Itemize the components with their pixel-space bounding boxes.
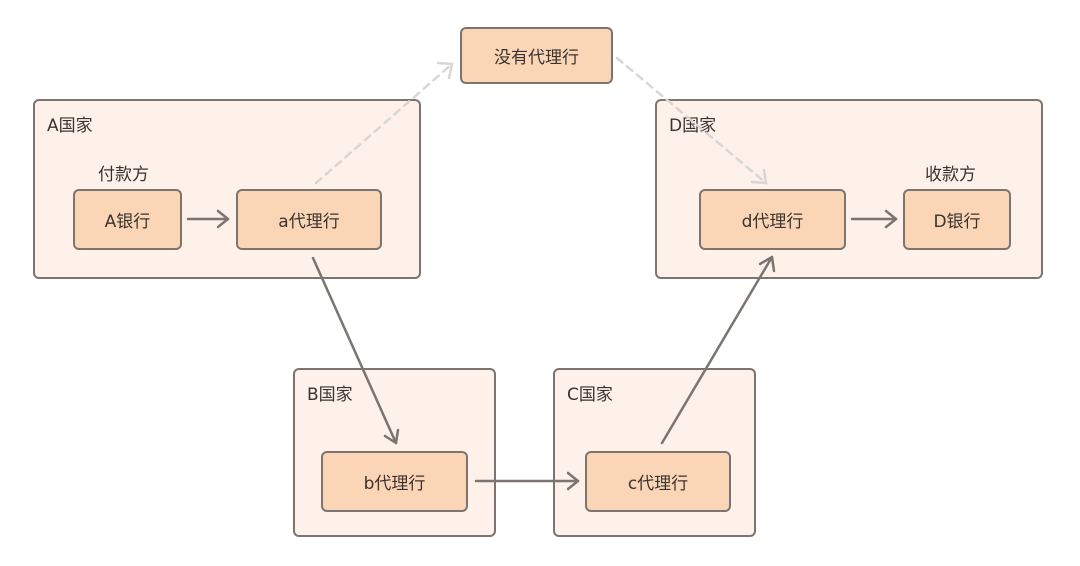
country-d-label: D国家 [669,116,717,136]
node-agent-c: c代理行 [585,451,731,512]
node-agent-b: b代理行 [321,451,468,512]
payee-label: 收款方 [925,165,976,185]
payer-label: 付款方 [98,165,149,185]
node-agent-d: d代理行 [699,189,846,250]
node-bank-a: A银行 [73,189,182,250]
dashed-arrowhead-no-agent [436,61,454,80]
node-bank-d: D银行 [903,189,1011,250]
country-b-label: B国家 [307,385,353,405]
country-c-label: C国家 [567,385,613,405]
node-agent-a: a代理行 [236,189,382,250]
country-a-label: A国家 [47,116,93,136]
node-no-agent: 没有代理行 [460,27,613,84]
